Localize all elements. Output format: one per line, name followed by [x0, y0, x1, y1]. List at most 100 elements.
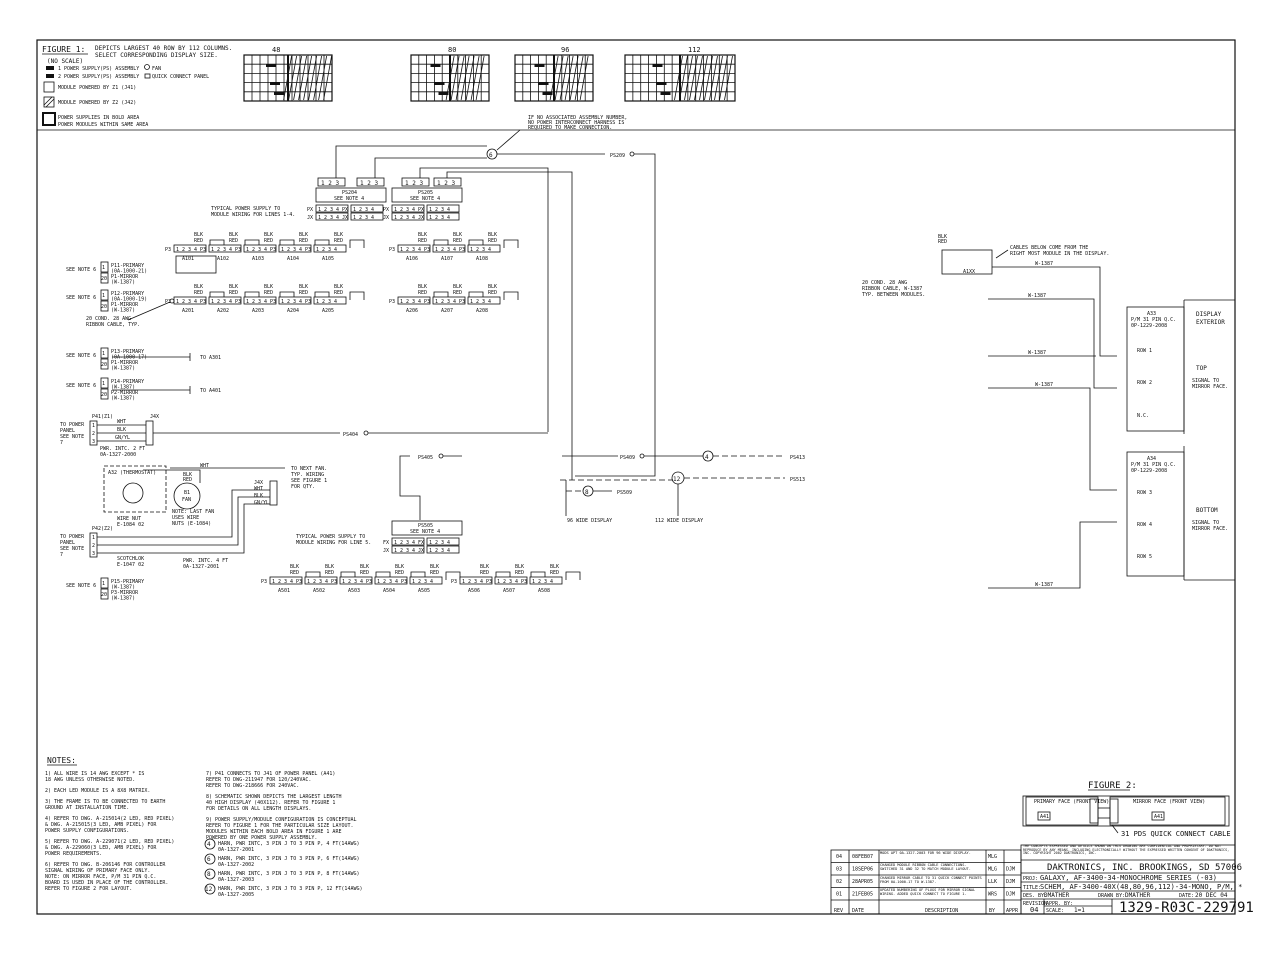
module-blk: BLK [453, 232, 462, 238]
see-note-6-p15: SEE NOTE 6 [66, 583, 96, 589]
module-red: RED [325, 570, 334, 576]
rev-3: 01 [836, 892, 842, 898]
ribbon2-3: TYP. BETWEEN MODULES. [862, 292, 925, 298]
see-note-6-p13: SEE NOTE 6 [66, 353, 96, 359]
rev-header-2: DESCRIPTION [925, 908, 958, 914]
module-7: A108 [476, 256, 488, 262]
revision-value: 04 [1030, 906, 1038, 914]
pin-row [391, 204, 425, 213]
rev-appr-3: DJM [1006, 892, 1015, 898]
p12-text-0: P12-PRIMARY [111, 291, 144, 297]
module-connector [243, 244, 277, 253]
module-connector [432, 244, 466, 253]
scale-value: 1=1 [1074, 907, 1085, 914]
p41-gnyl: GN/YL [115, 435, 130, 441]
p3-label: P3 [331, 579, 337, 585]
rev-by-1: MLG [988, 867, 997, 873]
p41-wht: WHT [117, 419, 126, 425]
module-red: RED [488, 290, 497, 296]
cables-2: RIGHT MOST MODULE IN THE DISPLAY. [1010, 251, 1109, 257]
module-connector [208, 296, 242, 305]
module-1: A502 [313, 588, 325, 594]
rev-2: 02 [836, 879, 842, 885]
module-pins: 1 2 3 4 [435, 299, 456, 305]
rev-header-4: APPR [1006, 908, 1019, 914]
p3-label: P3 [459, 247, 465, 253]
module-connector [173, 244, 207, 253]
fan-blk2: BLK [254, 493, 263, 499]
ps205-note: SEE NOTE 4 [410, 196, 440, 202]
a34-row5: ROW 5 [1137, 554, 1152, 560]
drawing-number: 1329-R03C-229791 [1119, 900, 1254, 916]
pin-row-label: PX [383, 207, 389, 213]
date-label: DATE: [1179, 893, 1194, 899]
p11-text-1: (0A-1000-21) [111, 269, 147, 275]
module-red: RED [334, 238, 343, 244]
pin-row-label: PX [342, 207, 348, 213]
a33-2: P/M 31 PIN Q.C. [1131, 317, 1176, 323]
signal-1a: SIGNAL TO [1192, 378, 1219, 384]
figure2-primary-label: PRIMARY FACE (FRONT VIEW) [1034, 799, 1109, 805]
rev-date-1: 18SEP06 [852, 867, 873, 873]
module-pins: 1 2 3 4 [470, 299, 491, 305]
pin-1: 1 [102, 381, 105, 387]
p13-text-3: (W-1387) [111, 366, 135, 372]
pin-numbers: 1 2 3 4 [429, 540, 450, 546]
thermostat-icon [122, 482, 144, 504]
tonextfan-2: TYP. WIRING [291, 472, 324, 478]
pin-20: 20 [101, 276, 107, 282]
to-a301: TO A301 [200, 355, 221, 361]
legend-fan: FAN [152, 66, 161, 72]
legend-z1-swatch [43, 81, 55, 93]
module-blk: BLK [290, 564, 299, 570]
figure1-size-grids: 48 80 96 112 [243, 46, 736, 102]
module-pins: 1 2 3 4 [211, 299, 232, 305]
module-red: RED [229, 238, 238, 244]
fan-wht: WHT [200, 463, 209, 469]
p15-text-0: P15-PRIMARY [111, 579, 144, 585]
rev-appr-2: DJM [1006, 879, 1015, 885]
pin-numbers: 1 2 3 4 [429, 548, 450, 554]
module-red: RED [264, 238, 273, 244]
topower1-2: PANEL [60, 428, 75, 434]
p3-label: P3 [424, 247, 430, 253]
module-pins: 1 2 3 4 [462, 579, 483, 585]
note-left-0-0: 1) ALL WIRE IS 14 AWG EXCEPT * IS [45, 771, 144, 777]
pin-row-label: JX [383, 548, 389, 554]
module-blk: BLK [229, 284, 238, 290]
a33-row1: ROW 1 [1137, 348, 1152, 354]
fan-gnyl2: GN/YL [254, 500, 269, 506]
module-red: RED [360, 570, 369, 576]
module-pins: 1 2 3 4 [377, 579, 398, 585]
module-blk: BLK [395, 564, 404, 570]
figure2: FIGURE 2: PRIMARY FACE (FRONT VIEW) A41 … [1022, 781, 1231, 838]
p3-label: P3 [270, 247, 276, 253]
typical1-1: TYPICAL POWER SUPPLY TO [211, 206, 280, 212]
note-right-0-2: REFER TO DWG-218666 FOR 240VAC. [206, 783, 299, 789]
module-pins: 1 2 3 4 [211, 247, 232, 253]
pin-row [315, 212, 349, 221]
harness-num-1: 6 [207, 856, 211, 863]
legend-bold-swatch [42, 112, 56, 126]
module-blk: BLK [488, 284, 497, 290]
module-connector [529, 576, 563, 585]
size-label-48: 48 [272, 46, 280, 54]
module-red: RED [395, 570, 404, 576]
p15-text-3: (W-1387) [111, 596, 135, 602]
note-right-2-0: 9) POWER SUPPLY/MODULE CONFIGURATION IS … [206, 817, 357, 823]
a1xx-red: RED [938, 239, 947, 245]
p12-text-2: P1-MIRROR [111, 302, 139, 308]
module-0: A501 [278, 588, 290, 594]
size-label-96: 96 [561, 46, 569, 54]
rev-by-3: WRS [988, 892, 997, 898]
module-red: RED [418, 238, 427, 244]
p3-label: P3 [486, 579, 492, 585]
pin-row-label: JX [418, 215, 424, 221]
harness-part-3: 0A-1327-2005 [218, 892, 254, 898]
module-blk: BLK [418, 284, 427, 290]
note-left-2-1: GROUND AT INSTALLATION TIME. [45, 805, 129, 811]
a34-2: P/M 31 PIN Q.C. [1131, 462, 1176, 468]
p41-label: P41(Z1) [92, 414, 113, 420]
module-blk: BLK [430, 564, 439, 570]
p3-label: P3 [366, 579, 372, 585]
